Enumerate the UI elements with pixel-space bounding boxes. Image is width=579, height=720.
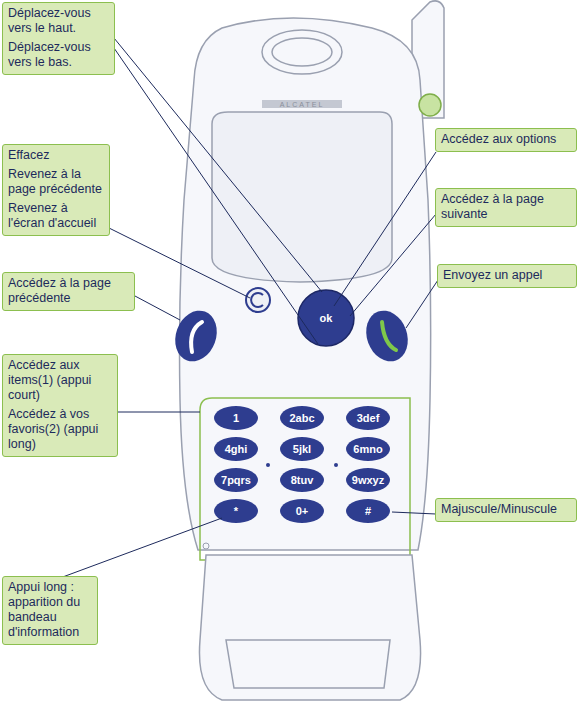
callout-box: Envoyez un appel (437, 264, 577, 288)
key-label: 0+ (296, 505, 309, 517)
callout-text: Accédez aux options (441, 132, 571, 147)
key-label: 9wxyz (352, 474, 384, 486)
callout-text: Accédez à la page précédente (8, 276, 129, 306)
key-label: ok (320, 312, 333, 324)
callout-box: Appui long : apparition du bandeau d'inf… (2, 576, 98, 645)
callout-box: Accédez aux items(1) (appui court)Accéde… (2, 354, 118, 457)
callout-box: Accédez à la page suivante (435, 188, 577, 227)
call-symbol (382, 322, 396, 350)
callout-text: Revenez à l'écran d'accueil (8, 201, 104, 231)
key-label: 1 (233, 412, 239, 424)
callout-box: Déplacez-vous vers le haut. Déplacez-vous… (2, 2, 115, 75)
clear-symbol (251, 293, 263, 307)
earpiece (262, 30, 342, 74)
key-label: 6mno (353, 443, 382, 455)
callout-text: Majuscule/Minuscule (441, 502, 571, 517)
screen (212, 112, 392, 282)
key-label: # (365, 505, 371, 517)
key-dot (266, 463, 270, 467)
callout-text: Envoyez un appel (443, 268, 571, 283)
call-key (359, 305, 414, 368)
keypad-keys (214, 406, 390, 523)
hangup-key (168, 305, 223, 368)
flip (199, 555, 420, 700)
callout-text: Accédez aux items(1) (appui court) (8, 358, 112, 403)
hangup-symbol (191, 322, 202, 352)
callout-text: Appui long : apparition du bandeau d'inf… (8, 580, 92, 640)
callout-text: Accédez à la page suivante (441, 192, 571, 222)
indicator-light (419, 94, 441, 116)
phone-body (180, 18, 431, 550)
key-label: 2abc (289, 412, 314, 424)
callout-text: Effacez (8, 148, 104, 163)
navigation-key (298, 290, 354, 346)
callout-text: Accédez à vos favoris(2) (appui long) (8, 407, 112, 452)
brand-name: ALCATEL (280, 101, 325, 108)
callout-box: EffacezRevenez à la page précédenteReven… (2, 144, 110, 236)
brand-band (262, 100, 342, 108)
flip-detail (226, 640, 390, 688)
clear-key (246, 288, 270, 312)
key-label: 5jkl (293, 443, 311, 455)
key-label: 8tuv (291, 474, 314, 486)
earpiece (272, 38, 332, 66)
key-label: * (234, 505, 238, 517)
callout-box: Accédez à la page précédente (2, 272, 135, 311)
callout-text: Déplacez-vous vers le bas. (8, 40, 109, 70)
keypad-outline (200, 398, 410, 560)
key-dot (334, 463, 338, 467)
callout-text: Déplacez-vous vers le haut. (8, 6, 109, 36)
microphone (203, 543, 209, 549)
key-label: 3def (357, 412, 380, 424)
key-label: 4ghi (225, 443, 248, 455)
callout-text: Revenez à la page précédente (8, 167, 104, 197)
callout-box: Majuscule/Minuscule (435, 498, 577, 522)
key-label: 7pqrs (221, 474, 251, 486)
callout-box: Accédez aux options (435, 128, 577, 152)
